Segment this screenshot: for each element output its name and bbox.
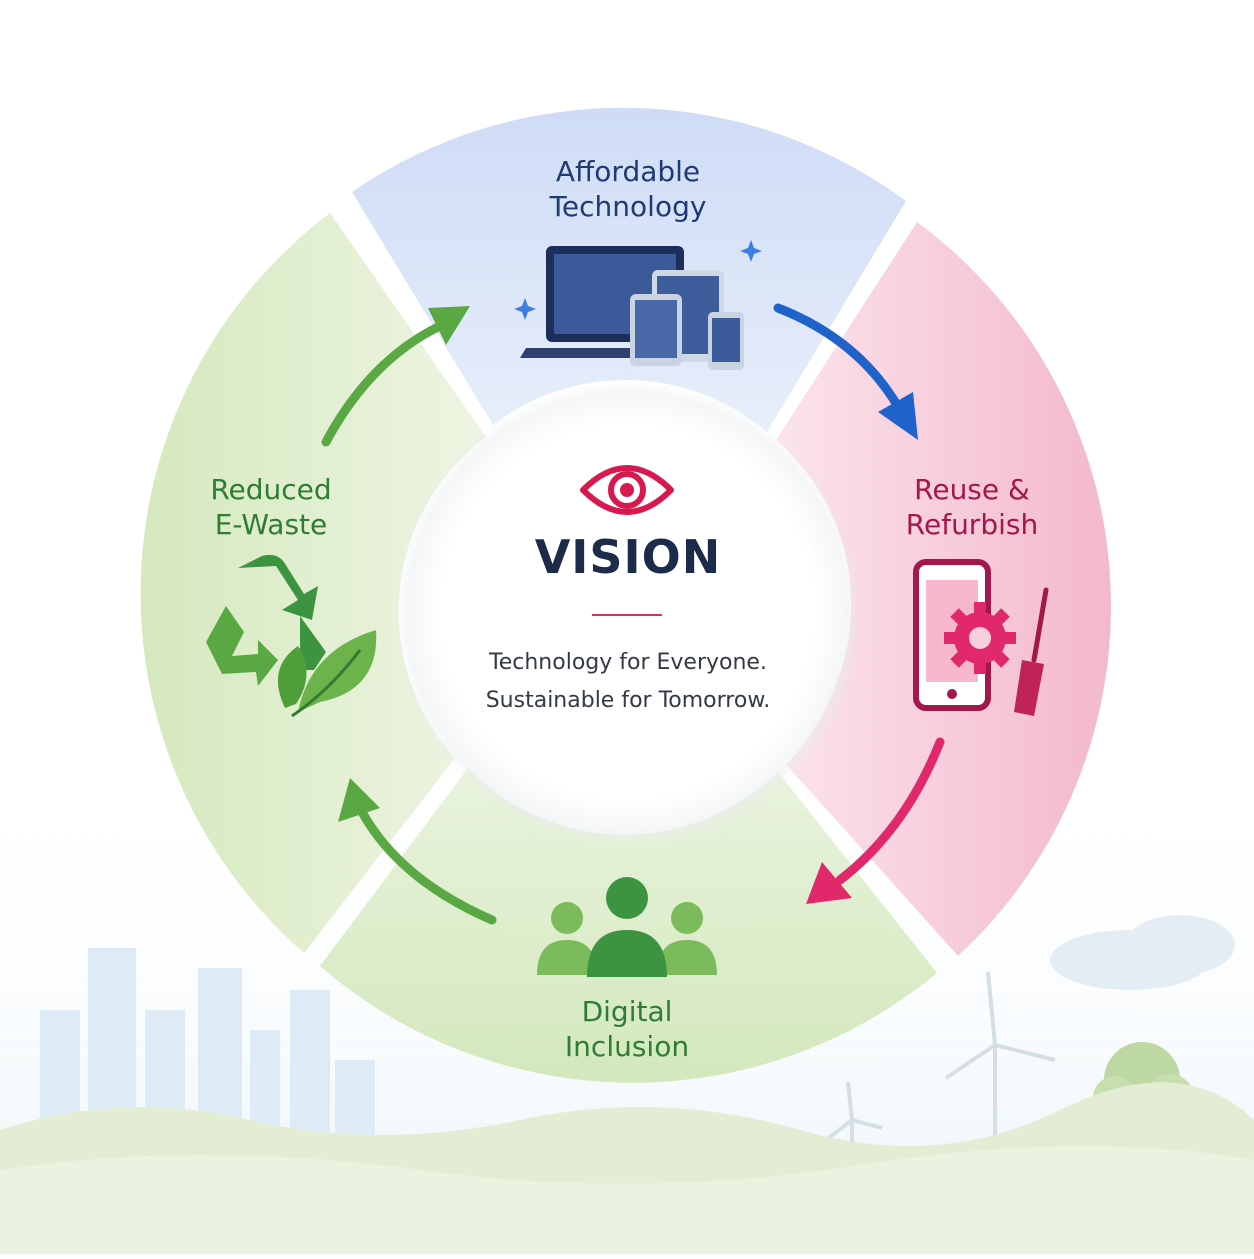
arrow-pink — [835, 737, 945, 885]
segment-digital-inclusion — [320, 768, 937, 1083]
arrow-green-bottom-head — [338, 778, 380, 822]
clouds — [1050, 915, 1235, 990]
label-line: Digital — [581, 995, 673, 1028]
label-line: Inclusion — [564, 1030, 690, 1063]
arrow-green-bottom — [357, 807, 497, 925]
arrow-blue — [773, 303, 905, 415]
sparkle-icon — [514, 298, 536, 320]
vision-center: VISION Technology for Everyone. Sustaina… — [410, 390, 846, 838]
vision-title: VISION — [534, 530, 722, 584]
label-reduced-e-waste: Reduced E-Waste — [210, 472, 331, 542]
tagline-line: Technology for Everyone. — [489, 650, 767, 675]
label-affordable-technology: Affordable Technology — [550, 154, 707, 224]
sparkle-icon — [740, 240, 762, 262]
recycle-leaf-icon — [206, 554, 377, 718]
label-line: Refurbish — [905, 508, 1039, 541]
label-line: Technology — [549, 190, 707, 223]
arrow-blue-head — [878, 392, 918, 440]
arrow-green-left — [321, 321, 445, 447]
tagline-line: Sustainable for Tomorrow. — [485, 688, 771, 713]
devices-icon — [514, 240, 762, 370]
label-line: Affordable — [555, 155, 701, 188]
vision-tagline: Technology for Everyone. Sustainable for… — [410, 644, 846, 720]
label-line: Reuse & — [914, 473, 1030, 506]
eye-icon — [580, 465, 674, 515]
label-line: E-Waste — [214, 508, 328, 541]
gear-icon — [944, 602, 1016, 674]
vision-divider — [592, 614, 662, 616]
phone-repair-icon — [913, 559, 1049, 716]
cycle-arrows — [321, 303, 945, 925]
leaf-icon — [298, 630, 377, 712]
arrow-green-left-head — [428, 306, 470, 345]
label-digital-inclusion: Digital Inclusion — [565, 994, 689, 1064]
arrow-pink-head — [806, 862, 852, 904]
people-icon — [537, 877, 717, 977]
label-line: Reduced — [210, 473, 332, 506]
screwdriver-icon — [1014, 587, 1049, 716]
center-disc — [408, 392, 848, 832]
label-reuse-refurbish: Reuse & Refurbish — [906, 472, 1038, 542]
segment-reduced-e-waste — [140, 213, 486, 953]
